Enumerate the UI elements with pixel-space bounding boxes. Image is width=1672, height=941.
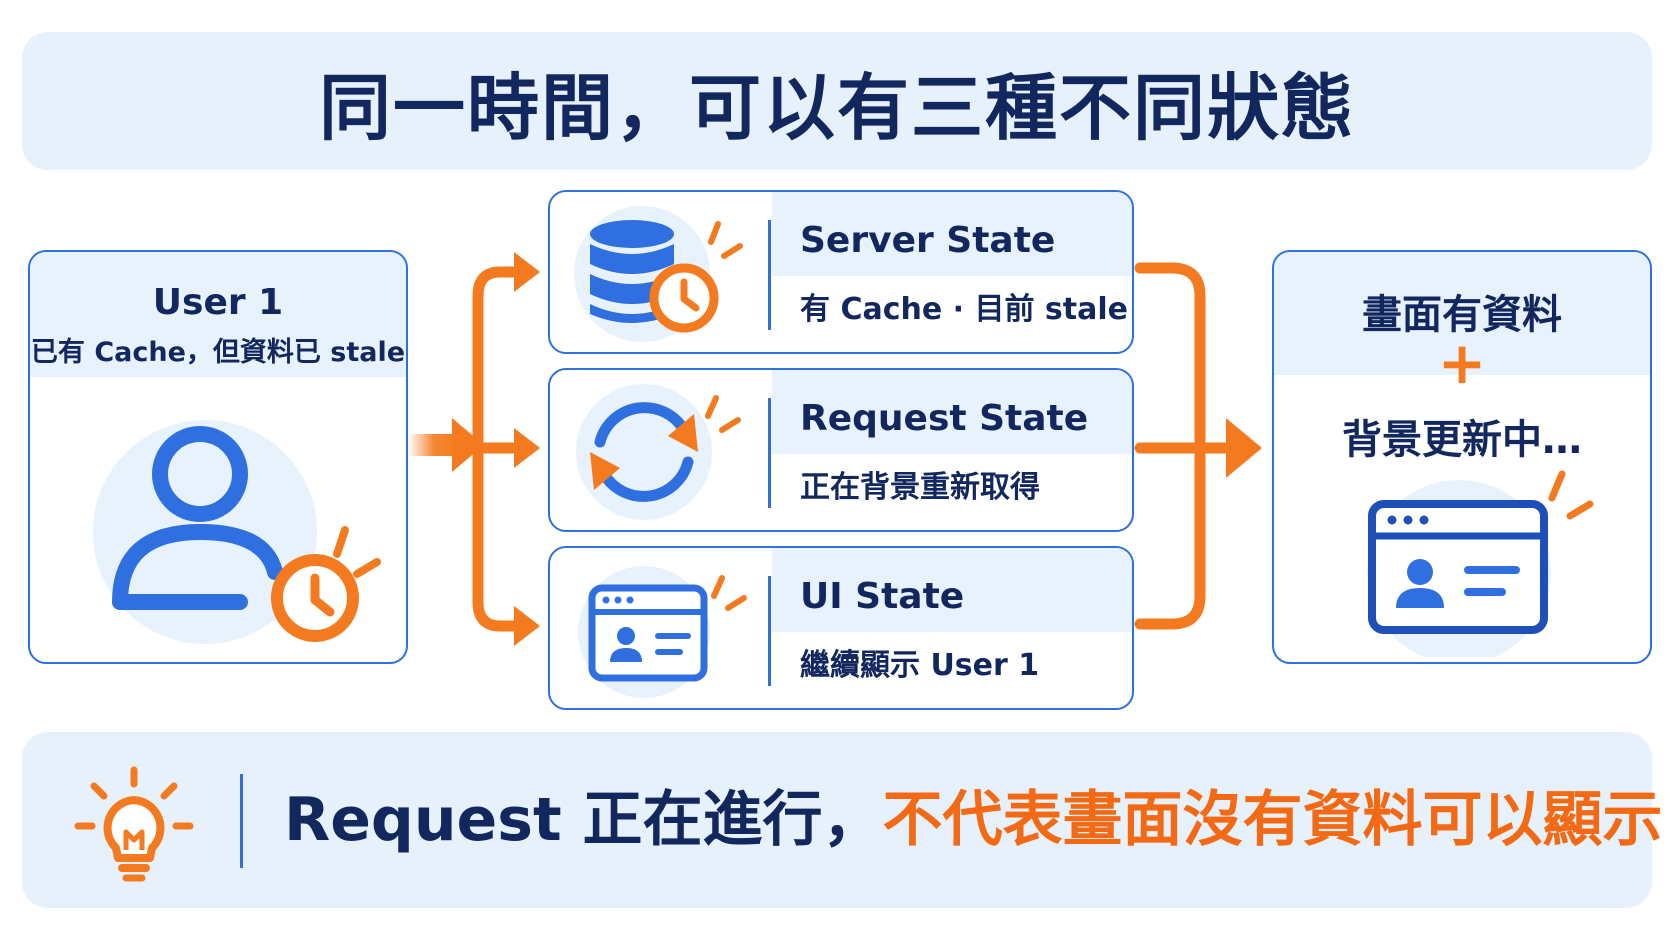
user-card: User 1 已有 Cache，但資料已 stale — [28, 250, 408, 664]
user-card-band — [30, 252, 406, 377]
server-state-subtitle: 有 Cache · 目前 stale — [800, 292, 1128, 327]
note-divider — [240, 774, 243, 868]
request-state-subtitle: 正在背景重新取得 — [800, 470, 1040, 505]
note-banner: Request 正在進行，不代表畫面沒有資料可以顯示 — [22, 732, 1663, 908]
input-arrow — [408, 418, 484, 472]
browser-profile-icon — [578, 566, 747, 698]
ui-state-divider — [768, 576, 771, 686]
result-browser-icon — [1367, 470, 1594, 657]
server-state-divider — [768, 220, 771, 330]
result-line-2: 背景更新中… — [1342, 417, 1582, 463]
output-arrowhead — [1226, 418, 1262, 478]
lightbulb-icon — [74, 766, 194, 882]
branch-connector — [472, 266, 526, 632]
page-title: 同一時間，可以有三種不同狀態 — [318, 65, 1355, 150]
note-text: Request 正在進行，不代表畫面沒有資料可以顯示 — [284, 782, 1663, 858]
request-state-band — [772, 370, 1132, 454]
result-line-1: 畫面有資料 — [1362, 292, 1562, 338]
result-plus: + — [1437, 329, 1487, 397]
ui-state-subtitle: 繼續顯示 User 1 — [800, 648, 1040, 683]
branch-arrowheads — [514, 252, 540, 646]
note-part-1: Request 正在進行， — [284, 785, 883, 855]
server-state-title: Server State — [800, 220, 1056, 261]
server-state-card: Server State 有 Cache · 目前 stale — [548, 190, 1134, 354]
ui-state-title: UI State — [800, 576, 965, 617]
user-title: User 1 — [152, 282, 284, 323]
user-subtitle: 已有 Cache，但資料已 stale — [30, 337, 406, 368]
user-clock-icon — [93, 420, 381, 644]
request-state-divider — [768, 398, 771, 508]
ui-state-band — [772, 548, 1132, 632]
request-state-title: Request State — [800, 398, 1089, 439]
merge-connector — [1134, 262, 1238, 630]
database-clock-icon — [574, 206, 743, 342]
result-card: 畫面有資料 + 背景更新中… — [1272, 250, 1652, 664]
ui-state-card: UI State 繼續顯示 User 1 — [548, 546, 1134, 710]
result-card-band — [1274, 252, 1650, 375]
refresh-icon — [576, 384, 741, 520]
note-part-2: 不代表畫面沒有資料可以顯示 — [882, 785, 1663, 855]
request-state-card: Request State 正在背景重新取得 — [548, 368, 1134, 532]
server-state-band — [772, 192, 1132, 276]
title-banner: 同一時間，可以有三種不同狀態 — [22, 32, 1652, 170]
